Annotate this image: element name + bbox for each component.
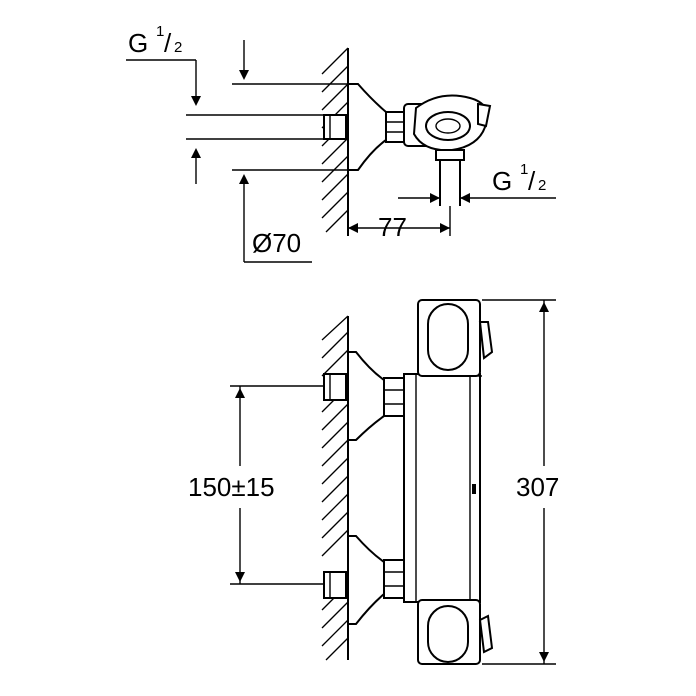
label-inlet-spacing: 150±15 (188, 472, 275, 502)
outlet-thread-numerator: 1 (520, 161, 528, 178)
top-offset-dimension (347, 170, 451, 236)
outlet-thread-slash: / (528, 166, 536, 196)
top-flange-dimension (232, 40, 352, 263)
bottom-top-handle (417, 299, 494, 377)
outlet-thread-letter: G (492, 166, 512, 196)
inlet-thread-slash: / (164, 28, 172, 58)
bottom-wall-hatching (321, 315, 349, 661)
top-handle (412, 94, 492, 152)
top-outlet (435, 149, 465, 206)
top-inlet-thread-dimension (126, 59, 324, 184)
outlet-thread-denominator: 2 (538, 177, 546, 194)
inlet-thread-denominator: 2 (174, 39, 182, 56)
inlet-thread-numerator: 1 (156, 23, 164, 40)
bottom-mixer-body (403, 373, 481, 603)
bottom-total-height-dimension (482, 299, 556, 665)
bottom-upper-inlet (323, 351, 405, 441)
label-inlet-thread-top: G 1 / 2 (128, 23, 182, 58)
top-outlet-thread-dimension (398, 193, 556, 203)
inlet-thread-letter: G (128, 28, 148, 58)
label-flange-diameter: Ø70 (252, 228, 301, 258)
bottom-inlet-spacing-dimension (230, 385, 324, 585)
label-outlet-offset: 77 (378, 212, 407, 242)
top-inlet-pipe (323, 114, 347, 140)
top-flange (347, 83, 387, 171)
bottom-wall (321, 315, 349, 661)
label-outlet-thread: G 1 / 2 (492, 161, 546, 196)
bottom-view (230, 299, 556, 665)
bottom-bottom-handle (417, 599, 494, 665)
top-view (126, 40, 556, 263)
top-wall (321, 47, 349, 236)
label-total-height: 307 (516, 472, 559, 502)
top-nut (385, 111, 407, 143)
bottom-lower-inlet (323, 535, 405, 625)
